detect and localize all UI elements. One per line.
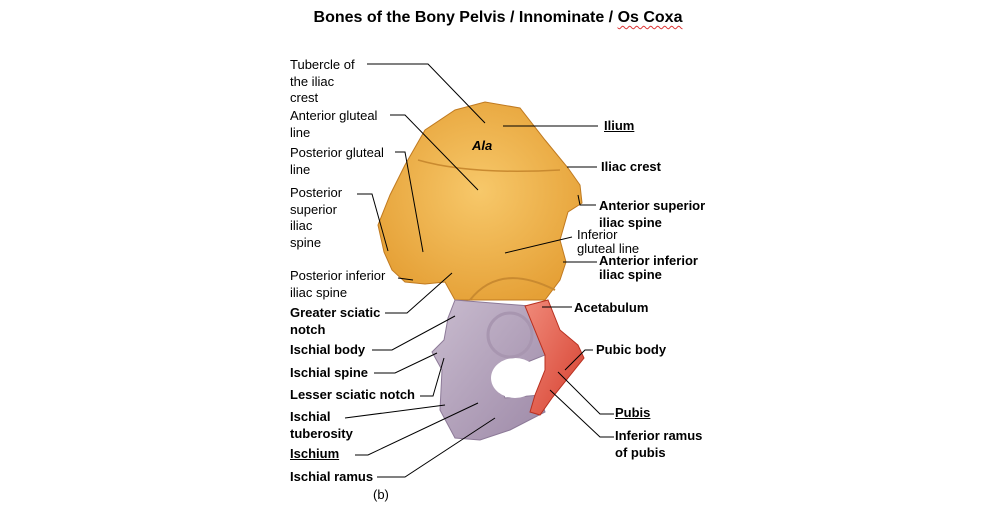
pubis-bone bbox=[524, 299, 585, 416]
label-inferior-ramus-of-pubis: Inferior ramus of pubis bbox=[615, 428, 703, 460]
label-ischium: Ischium bbox=[290, 446, 340, 461]
label-asis: Anterior superior iliac spine bbox=[599, 198, 706, 230]
label-acetabulum: Acetabulum bbox=[574, 300, 649, 315]
leader-lines bbox=[344, 63, 614, 478]
label-ilium: Ilium bbox=[604, 118, 635, 133]
label-iliac-crest: Iliac crest bbox=[601, 159, 661, 174]
title-text: Bones of the Bony Pelvis / Innominate / bbox=[313, 9, 618, 26]
label-ischial-ramus: Ischial ramus bbox=[290, 469, 374, 484]
label-lesser-sciatic-notch: Lesser sciatic notch bbox=[290, 387, 415, 402]
title-os-coxa: Os Coxa bbox=[617, 9, 683, 26]
ilium-ridge bbox=[417, 159, 561, 172]
label-ischial-body: Ischial body bbox=[290, 342, 366, 357]
label-posterior-gluteal-line: Posterior gluteal line bbox=[290, 145, 384, 177]
label-ischial-spine: Ischial spine bbox=[290, 365, 369, 380]
ilium-bone bbox=[377, 101, 583, 301]
label-aiis: Anterior inferior iliac spine bbox=[599, 253, 698, 282]
label-anterior-gluteal-line: Anterior gluteal line bbox=[290, 108, 378, 140]
label-ischial-tuberosity: Ischial tuberosity bbox=[290, 409, 353, 441]
label-pubic-body: Pubic body bbox=[596, 342, 667, 357]
label-tubercle: Tubercle of the iliac crest bbox=[290, 57, 355, 105]
acetabulum-rim bbox=[469, 277, 556, 301]
label-greater-sciatic-notch: Greater sciatic notch bbox=[290, 305, 381, 337]
label-inferior-gluteal-line: Inferior gluteal line bbox=[577, 227, 640, 256]
label-pubis: Pubis bbox=[615, 405, 651, 420]
figure-label: (b) bbox=[373, 487, 389, 502]
ala-label: Ala bbox=[472, 138, 493, 153]
obturator-foramen bbox=[491, 358, 539, 398]
acetabulum-fossa bbox=[486, 311, 534, 359]
label-piis: Posterior inferior iliac spine bbox=[290, 268, 386, 300]
page-title: Bones of the Bony Pelvis / Innominate / … bbox=[0, 9, 996, 27]
label-psis: Posterior superior iliac spine bbox=[290, 185, 343, 250]
